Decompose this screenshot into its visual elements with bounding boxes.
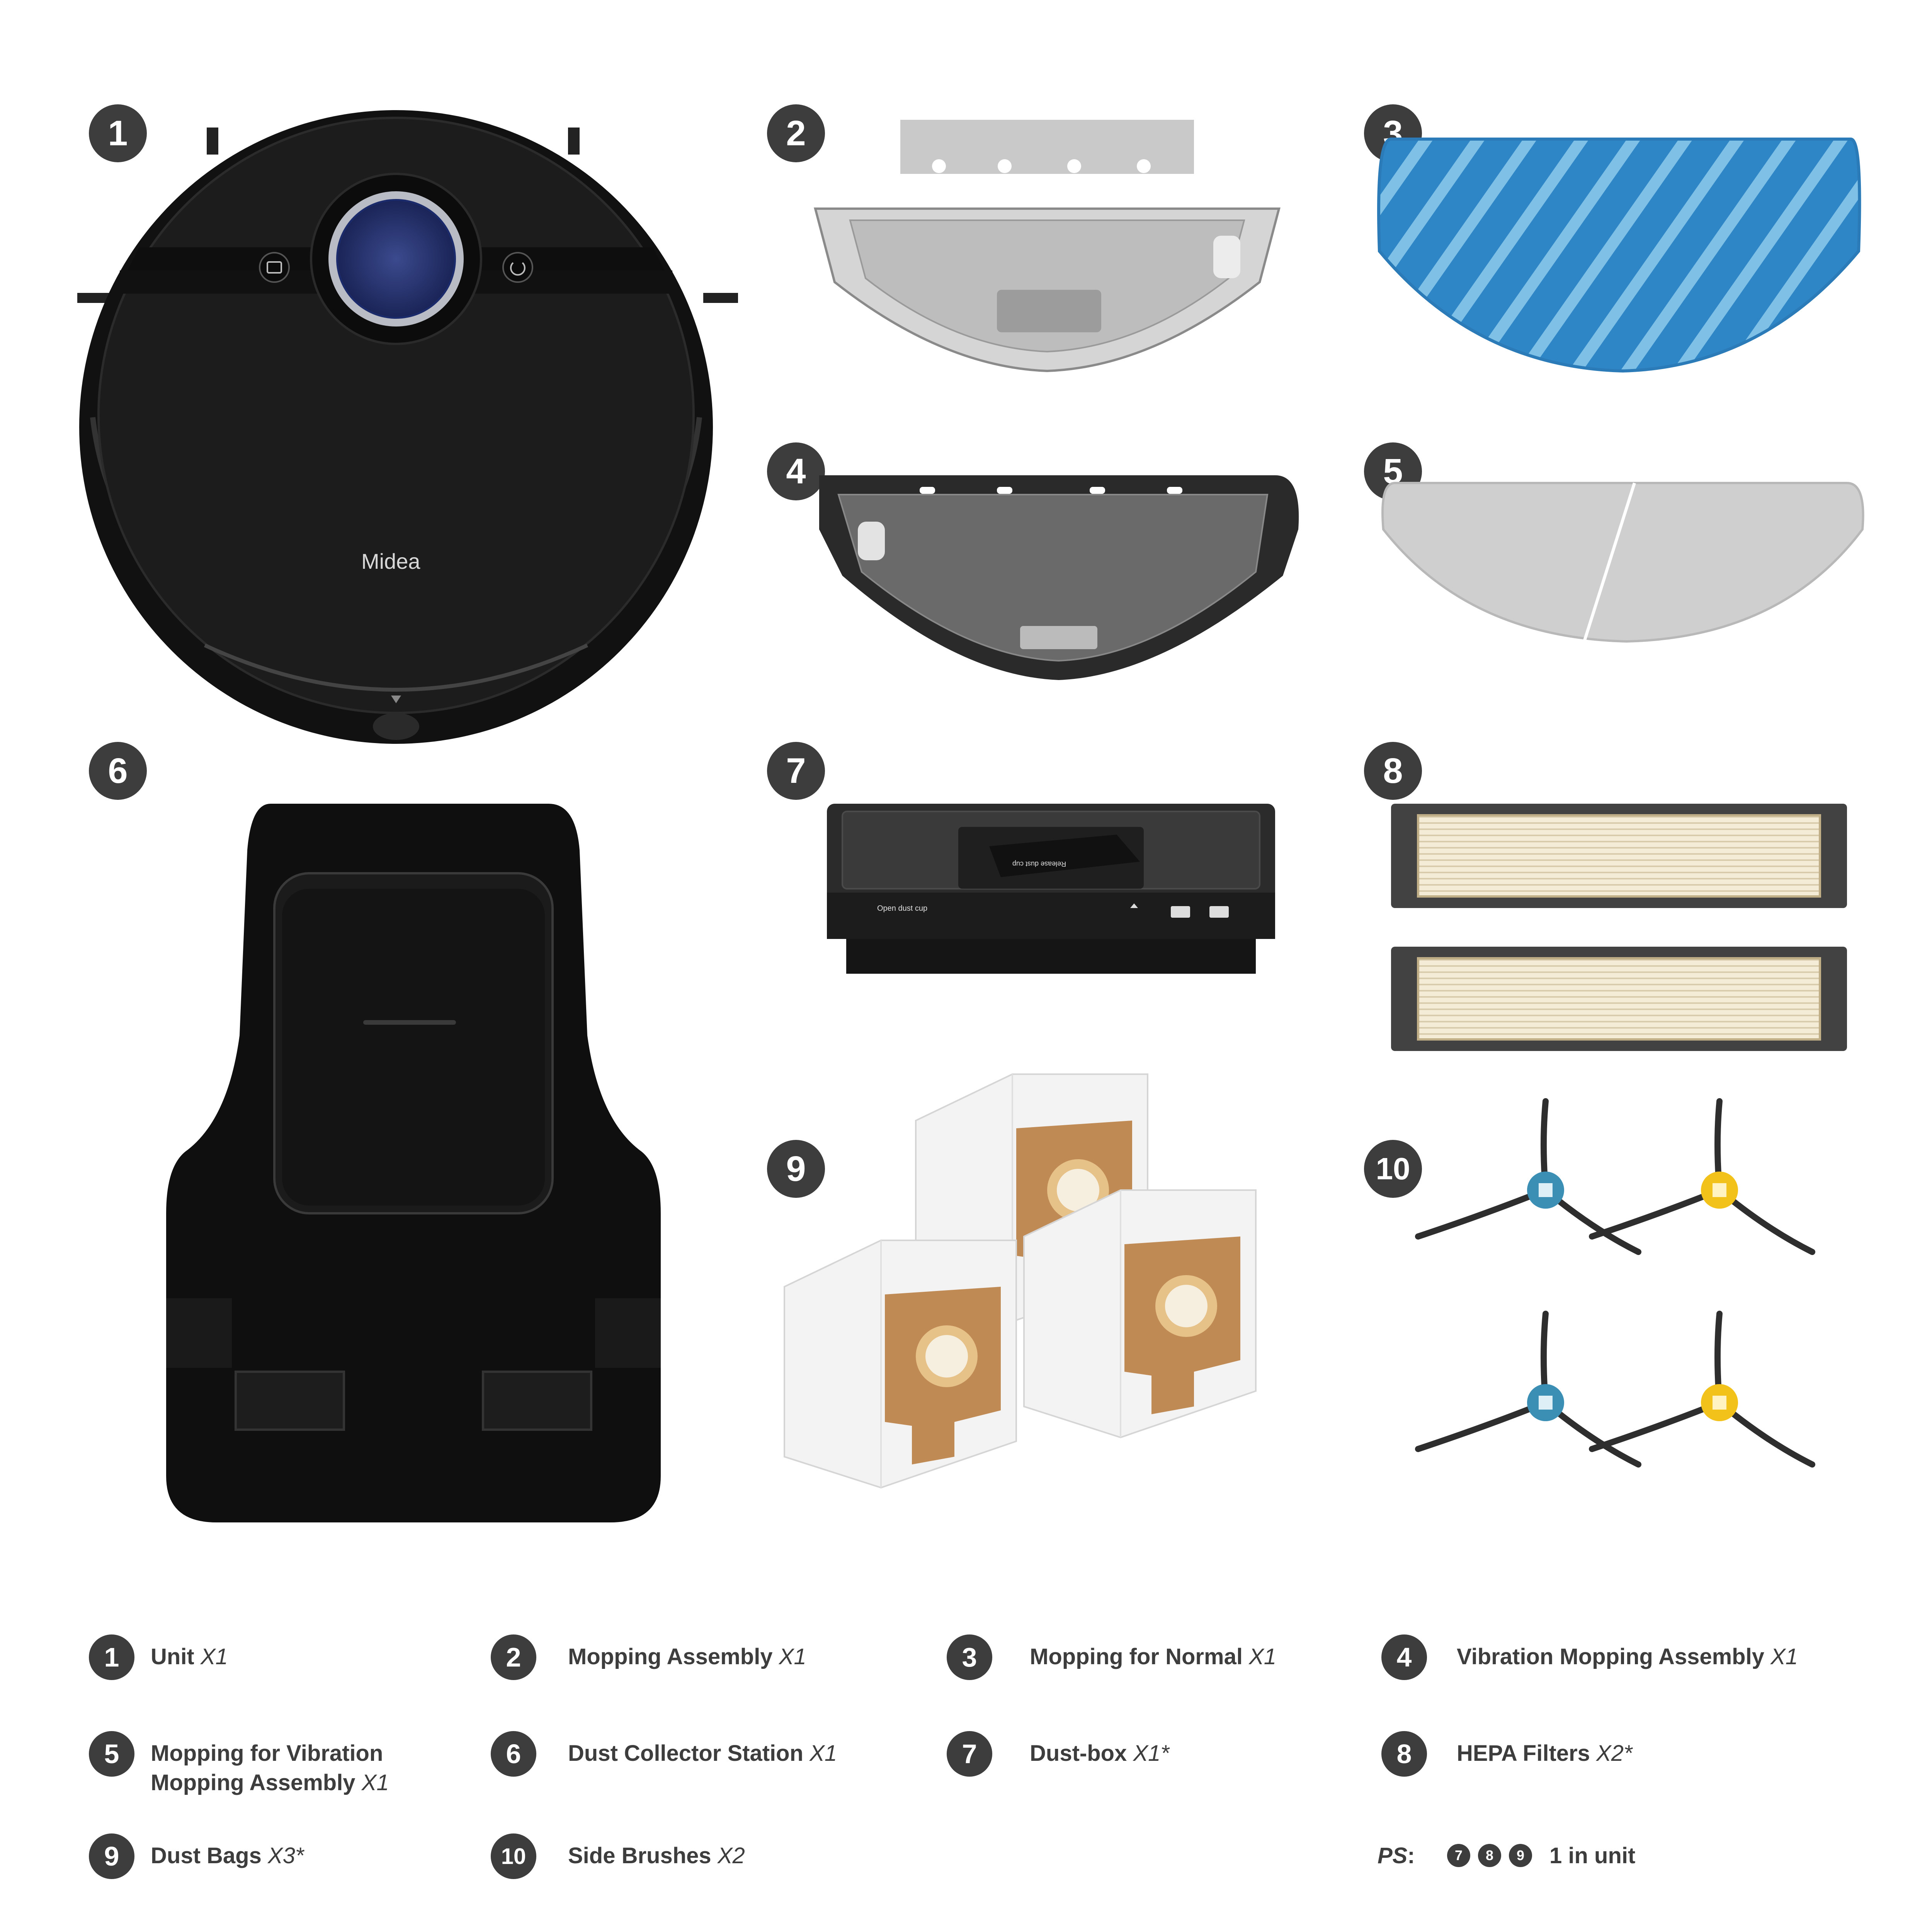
item-number-badge-8: 8 [1364, 742, 1422, 800]
legend-name-10: Side Brushes [568, 1843, 711, 1868]
legend-name-7: Dust-box [1030, 1741, 1127, 1766]
legend-qty-3: X1 [1249, 1644, 1277, 1669]
legend-qty-8: X2* [1596, 1741, 1633, 1766]
hepa-filters-image [1391, 804, 1847, 1051]
legend-qty-10: X2 [717, 1843, 745, 1868]
item-number-badge-10: 10 [1364, 1140, 1422, 1198]
legend-badge-8: 8 [1381, 1731, 1427, 1777]
legend-item-8: HEPA Filters X2* [1457, 1739, 1633, 1768]
legend-qty-1: X1 [200, 1644, 228, 1669]
item-number-badge-1: 1 [89, 104, 147, 162]
legend-name-5-line2: Mopping Assembly [151, 1770, 355, 1795]
legend-item-6: Dust Collector Station X1 [568, 1739, 837, 1768]
mopping-assembly-image [814, 120, 1281, 372]
blue-mop-pad-image [1377, 138, 1861, 373]
legend-badge-6: 6 [491, 1731, 536, 1777]
legend-qty-2: X1 [779, 1644, 806, 1669]
ps-colon: : [1407, 1843, 1415, 1868]
legend-item-1: Unit X1 [151, 1642, 228, 1672]
legend-item-7: Dust-box X1* [1030, 1739, 1169, 1768]
dust-box-image [827, 804, 1275, 974]
brand-logo: Midea [361, 549, 420, 573]
legend-item-3: Mopping for Normal X1 [1030, 1642, 1276, 1672]
side-brushes-image [1399, 1097, 1862, 1534]
legend-name-1: Unit [151, 1644, 194, 1669]
robot-vacuum-image [77, 110, 738, 744]
legend-qty-6: X1 [810, 1741, 837, 1766]
legend-qty-7: X1* [1133, 1741, 1169, 1766]
legend-name-2: Mopping Assembly [568, 1644, 773, 1669]
legend-badge-7: 7 [947, 1731, 992, 1777]
legend-badge-10: 10 [491, 1833, 536, 1879]
item-number-badge-9: 9 [767, 1140, 825, 1198]
legend-item-9: Dust Bags X3* [151, 1841, 304, 1871]
legend-badge-9: 9 [89, 1833, 134, 1879]
legend-name-8: HEPA Filters [1457, 1741, 1590, 1766]
legend-badge-3: 3 [947, 1634, 992, 1680]
legend-badge-5: 5 [89, 1731, 134, 1777]
dust-bags-image [784, 1073, 1257, 1488]
ps-badge-9: 9 [1509, 1844, 1532, 1867]
legend-name-6: Dust Collector Station [568, 1741, 804, 1766]
ps-badge-8: 8 [1478, 1844, 1501, 1867]
release-dust-cup-label: Release dust cup [1012, 860, 1066, 868]
legend-name-9: Dust Bags [151, 1843, 262, 1868]
legend-item-5: Mopping for Vibration Mopping Assembly X… [151, 1739, 389, 1798]
open-dust-cup-label: Open dust cup [877, 904, 928, 913]
ps-label-text: PS [1378, 1843, 1408, 1868]
grey-mop-pad-image [1381, 482, 1864, 643]
legend-qty-9: X3* [267, 1843, 304, 1868]
item-number-badge-2: 2 [767, 104, 825, 162]
legend-name-4: Vibration Mopping Assembly [1457, 1644, 1764, 1669]
vibration-mopping-assembly-image [819, 475, 1299, 680]
item-number-badge-7: 7 [767, 742, 825, 800]
legend-badge-1: 1 [89, 1634, 134, 1680]
legend-qty-4: X1 [1770, 1644, 1798, 1669]
ps-badge-7: 7 [1447, 1844, 1470, 1867]
legend-item-10: Side Brushes X2 [568, 1841, 745, 1871]
legend-badge-4: 4 [1381, 1634, 1427, 1680]
item-number-badge-6: 6 [89, 742, 147, 800]
legend-name-3: Mopping for Normal [1030, 1644, 1243, 1669]
legend-qty-5: X1 [361, 1770, 389, 1795]
legend-name-5-line1: Mopping for Vibration [151, 1741, 383, 1766]
legend-badge-2: 2 [491, 1634, 536, 1680]
item-number-badge-4: 4 [767, 442, 825, 500]
legend-item-4: Vibration Mopping Assembly X1 [1457, 1642, 1798, 1672]
ps-text: 1 in unit [1549, 1843, 1636, 1868]
ps-label: PS: [1378, 1841, 1415, 1871]
dust-collector-station-image [166, 804, 661, 1522]
legend-item-2: Mopping Assembly X1 [568, 1642, 806, 1672]
